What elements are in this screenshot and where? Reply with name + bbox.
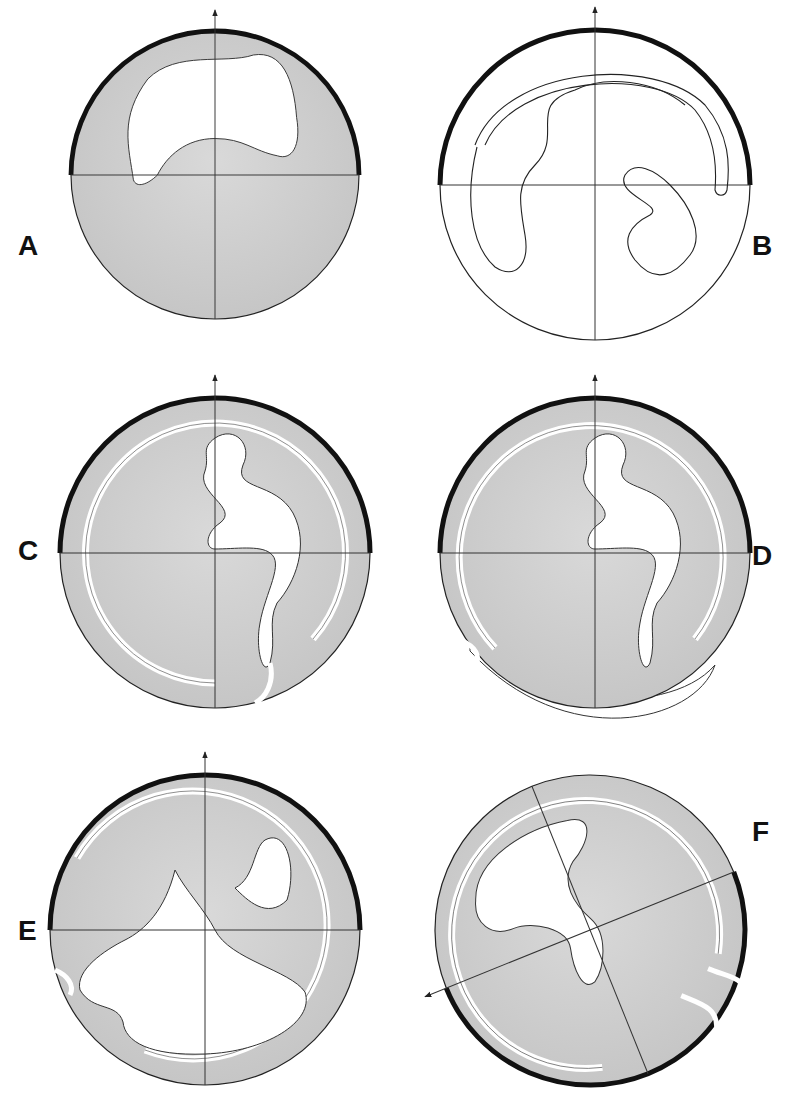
section-a	[71, 10, 359, 319]
figure-letter: F	[752, 818, 769, 846]
figure-letter: A	[18, 232, 38, 260]
figure-letter: B	[752, 232, 772, 260]
figure-letter: D	[752, 542, 772, 570]
figure-letter: E	[18, 917, 37, 945]
section-d	[440, 375, 750, 718]
section-c	[60, 375, 370, 708]
figure-letter: C	[18, 537, 38, 565]
section-f	[367, 728, 788, 1103]
section-e	[50, 752, 360, 1085]
section-b	[440, 7, 750, 340]
